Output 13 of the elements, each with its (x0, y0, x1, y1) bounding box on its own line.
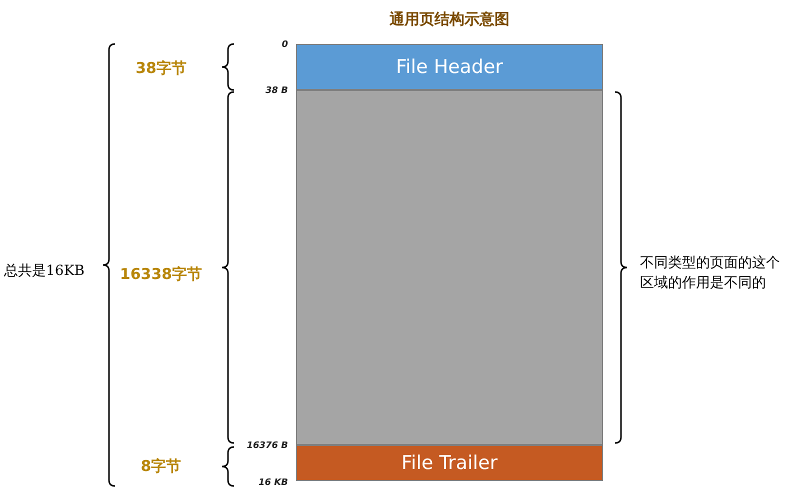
trailer-section: File Trailer (296, 445, 603, 481)
offset-label: 16376 B (246, 441, 288, 451)
offset-label: 16 KB (258, 478, 288, 488)
diagram-title: 通用页结构示意图 (388, 10, 510, 29)
header-section: File Header (296, 44, 603, 90)
offset-label: 38 B (264, 86, 288, 96)
body-section (296, 90, 603, 445)
offset-label: 0 (280, 40, 288, 50)
annotation-text: 不同类型的页面的这个区域的作用是不同的 (640, 254, 781, 293)
size-label: 8字节 (140, 457, 182, 476)
size-label: 38字节 (134, 59, 188, 78)
size-label: 16338字节 (118, 265, 204, 284)
total-size-label: 总共是16KB (4, 262, 85, 280)
